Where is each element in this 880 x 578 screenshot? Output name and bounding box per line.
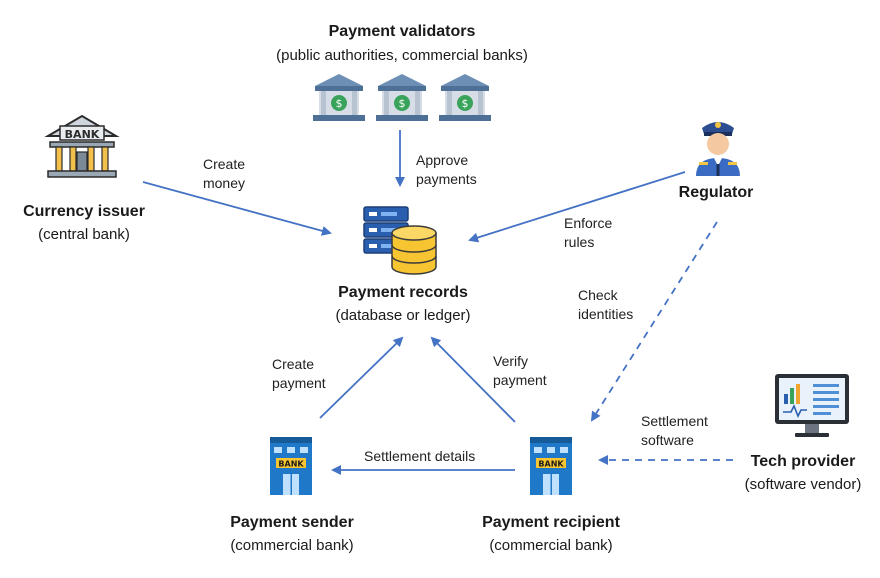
validators-title: Payment validators: [328, 23, 476, 40]
sender-subtitle: (commercial bank): [230, 537, 354, 554]
arrow-verify-payment: [430, 336, 516, 423]
database-server-icon: [363, 206, 437, 275]
arrow-create-payment: [319, 336, 404, 419]
svg-text:$: $: [399, 97, 406, 110]
bank-sign: BANK: [65, 128, 100, 141]
bank-branch-icon: BANK: [530, 437, 572, 495]
svg-text:$: $: [336, 97, 343, 110]
issuer-subtitle: (central bank): [38, 226, 130, 243]
records-subtitle: (database or ledger): [335, 307, 471, 324]
police-officer-icon: [696, 122, 740, 176]
edge-label-settlement-details: Settlement details: [364, 448, 476, 464]
validators-subtitle: (public authorities, commercial banks): [276, 47, 528, 64]
government-building-icon: $: [439, 74, 491, 121]
sender-title: Payment sender: [230, 514, 354, 531]
government-building-icon: $: [376, 74, 428, 121]
issuer-title: Currency issuer: [23, 203, 145, 220]
recipient-subtitle: (commercial bank): [489, 537, 613, 554]
svg-text:$: $: [462, 97, 469, 110]
arrow-check-identities: [590, 221, 718, 422]
bank-branch-icon: BANK: [270, 437, 312, 495]
government-building-icon: $: [313, 74, 365, 121]
arrow-enforce-rules: [468, 171, 686, 243]
monitor-chart-icon: [775, 374, 849, 437]
bank-sign: BANK: [538, 460, 564, 469]
tech-title: Tech provider: [750, 453, 856, 470]
regulator-title: Regulator: [678, 184, 754, 201]
records-title: Payment records: [338, 284, 468, 301]
bank-sign: BANK: [278, 460, 304, 469]
recipient-title: Payment recipient: [482, 514, 620, 531]
tech-subtitle: (software vendor): [744, 476, 862, 493]
arrow-create-money: [142, 181, 332, 236]
bank-building-icon: BANK: [44, 114, 120, 178]
